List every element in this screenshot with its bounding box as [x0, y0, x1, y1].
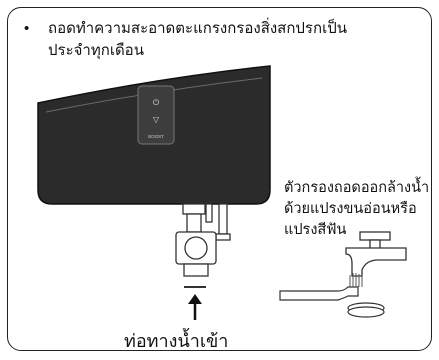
inlet-fitting — [175, 203, 231, 277]
outlet-cap — [215, 233, 231, 241]
boost-button-label: BOOST — [148, 134, 164, 139]
instruction-line-1: ถอดทำความสะอาดตะแกรงกรองสิ่งสกปรกเป็น — [48, 20, 347, 37]
temperature-icon: ▽ — [153, 115, 160, 124]
instruction-text: ถอดทำความสะอาดตะแกรงกรองสิ่งสกปรกเป็น ปร… — [48, 18, 408, 62]
instruction-line-2: ประจำทุกเดือน — [48, 42, 144, 59]
cleaning-note-line-3: แปรงสีฟัน — [284, 222, 347, 238]
cleaning-note: ตัวกรองถอดออกล้างน้ำ ด้วยแปรงขนอ่อนหรือ … — [284, 178, 429, 241]
arrow-up-icon — [188, 294, 202, 320]
cleaning-note-line-2: ด้วยแปรงขนอ่อนหรือ — [284, 201, 417, 217]
valve-nut — [183, 263, 209, 277]
faucet-spout — [345, 247, 407, 277]
cleaning-note-line-1: ตัวกรองถอดออกล้างน้ำ — [284, 180, 430, 196]
outlet-pipe — [218, 203, 228, 235]
toothbrush-bristles — [349, 273, 363, 287]
toothbrush-icon — [279, 273, 363, 301]
side-connector — [205, 203, 213, 223]
bullet-point: • — [24, 20, 30, 37]
valve-knob — [184, 236, 208, 260]
power-icon: ⏻ — [153, 98, 160, 107]
illustration: ⏻ ▽ BOOST — [37, 65, 407, 320]
fitting-nut — [182, 203, 206, 215]
toothbrush-handle — [279, 286, 359, 301]
water-heater: ⏻ ▽ BOOST — [37, 65, 271, 205]
filter-disc-bottom — [347, 306, 385, 318]
instruction-card: • ถอดทำความสะอาดตะแกรงกรองสิ่งสกปรกเป็น … — [7, 7, 432, 351]
faucet-icon — [345, 231, 407, 277]
control-panel — [137, 85, 175, 145]
fitting-pipe — [186, 213, 202, 233]
filter-disc-icon — [347, 302, 385, 318]
inlet-label: ท่อทางน้ำเข้า — [124, 331, 229, 351]
